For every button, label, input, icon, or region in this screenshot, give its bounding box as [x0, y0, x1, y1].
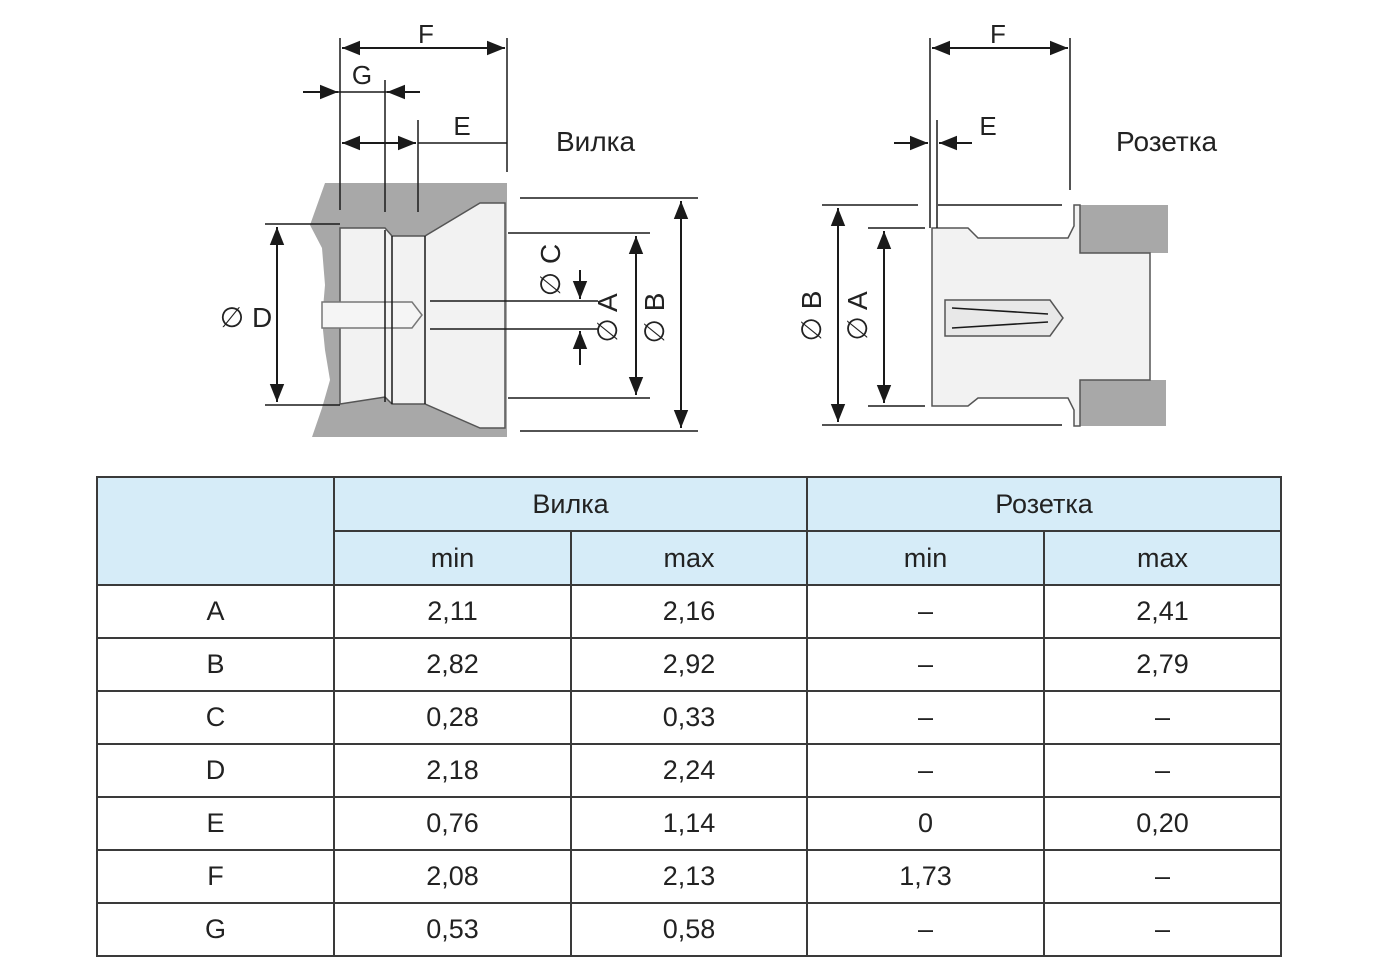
socket-min-cell: – — [806, 743, 1045, 798]
subheader-socket-min: min — [806, 530, 1045, 586]
plug-title: Вилка — [556, 126, 636, 157]
socket-title: Розетка — [1116, 126, 1218, 157]
table-corner-cell — [96, 476, 335, 586]
plug-label-F: F — [418, 19, 434, 49]
plug-label-D: ∅ D — [220, 302, 272, 333]
plug-min-cell: 2,08 — [333, 849, 572, 904]
plug-label-E: E — [453, 111, 470, 141]
param-cell: G — [96, 902, 335, 957]
subheader-plug-min: min — [333, 530, 572, 586]
socket-label-E: E — [979, 111, 996, 141]
socket-label-A: ∅ A — [842, 291, 873, 341]
socket-min-cell: 0 — [806, 796, 1045, 851]
plug-label-B: ∅ B — [639, 293, 670, 344]
socket-min-cell: – — [806, 584, 1045, 639]
plug-max-cell: 0,33 — [570, 690, 808, 745]
socket-label-B: ∅ B — [796, 291, 827, 342]
plug-drawing: F G E ∅ D ∅ C ∅ A ∅ B Вилка — [220, 19, 698, 437]
socket-max-cell: 2,41 — [1043, 584, 1282, 639]
plug-label-A: ∅ A — [592, 293, 623, 343]
plug-min-cell: 0,28 — [333, 690, 572, 745]
connector-dimension-drawing: F G E ∅ D ∅ C ∅ A ∅ B Вилка — [220, 19, 1218, 437]
socket-min-cell: – — [806, 902, 1045, 957]
header-group-socket: Розетка — [806, 476, 1282, 532]
socket-min-cell: – — [806, 690, 1045, 745]
socket-max-cell: 0,20 — [1043, 796, 1282, 851]
param-cell: C — [96, 690, 335, 745]
param-cell: E — [96, 796, 335, 851]
plug-min-cell: 2,11 — [333, 584, 572, 639]
param-cell: F — [96, 849, 335, 904]
plug-min-cell: 0,53 — [333, 902, 572, 957]
subheader-plug-max: max — [570, 530, 808, 586]
socket-max-cell: – — [1043, 690, 1282, 745]
subheader-socket-max: max — [1043, 530, 1282, 586]
socket-max-cell: – — [1043, 902, 1282, 957]
socket-body-top — [1080, 205, 1168, 253]
socket-body-bottom — [1080, 380, 1166, 426]
header-group-plug: Вилка — [333, 476, 808, 532]
plug-max-cell: 1,14 — [570, 796, 808, 851]
socket-max-cell: – — [1043, 743, 1282, 798]
param-cell: D — [96, 743, 335, 798]
socket-max-cell: – — [1043, 849, 1282, 904]
param-cell: A — [96, 584, 335, 639]
plug-min-cell: 0,76 — [333, 796, 572, 851]
param-cell: B — [96, 637, 335, 692]
socket-drawing: F E ∅ B ∅ A Розетка — [796, 19, 1218, 427]
socket-min-cell: – — [806, 637, 1045, 692]
plug-min-cell: 2,82 — [333, 637, 572, 692]
plug-max-cell: 2,13 — [570, 849, 808, 904]
plug-label-G: G — [352, 60, 372, 90]
plug-max-cell: 2,16 — [570, 584, 808, 639]
plug-min-cell: 2,18 — [333, 743, 572, 798]
socket-min-cell: 1,73 — [806, 849, 1045, 904]
socket-contact — [944, 299, 1064, 337]
plug-max-cell: 0,58 — [570, 902, 808, 957]
socket-max-cell: 2,79 — [1043, 637, 1282, 692]
plug-max-cell: 2,24 — [570, 743, 808, 798]
plug-pin — [321, 301, 423, 329]
plug-max-cell: 2,92 — [570, 637, 808, 692]
plug-label-C: ∅ C — [535, 244, 566, 296]
socket-label-F: F — [990, 19, 1006, 49]
